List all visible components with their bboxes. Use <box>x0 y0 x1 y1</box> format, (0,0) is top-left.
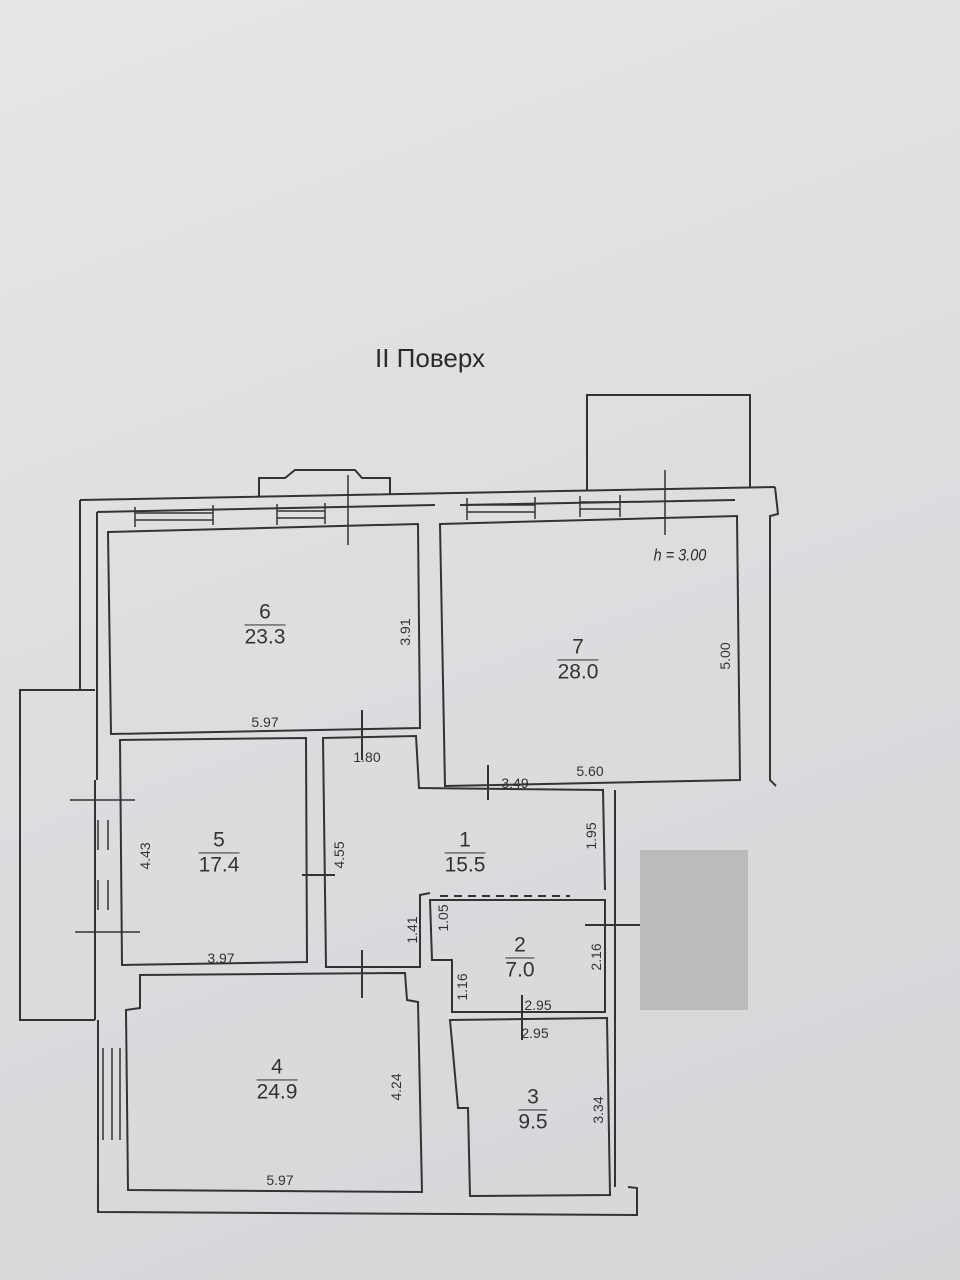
dimension-label: 2.95 <box>521 1025 549 1041</box>
dimension-label: 4.24 <box>388 1073 404 1101</box>
room-number: 1 <box>444 829 486 854</box>
balcony-left <box>19 689 95 1021</box>
dimension-label: 4.43 <box>137 842 153 870</box>
left-window-marks <box>70 799 140 1140</box>
room-area: 15.5 <box>444 853 486 877</box>
room-6-outline <box>106 522 422 736</box>
room-number: 4 <box>256 1056 298 1081</box>
dimension-label: 2.16 <box>588 943 604 971</box>
room-number: 5 <box>198 829 240 854</box>
room-number: 7 <box>557 636 599 661</box>
dimension-label: 5.97 <box>251 714 279 730</box>
floor-title: II Поверх <box>375 343 485 373</box>
dimension-label: 1.05 <box>435 904 451 932</box>
dimension-label: 1.80 <box>353 749 381 765</box>
outer-wall-top <box>79 486 780 787</box>
dimension-label: 4.55 <box>331 841 347 869</box>
dimension-label: 1.41 <box>404 916 420 944</box>
dimension-label: 5.00 <box>717 642 733 670</box>
window-marks <box>134 470 666 545</box>
room-area: 23.3 <box>244 625 286 649</box>
dimension-label: 5.60 <box>576 763 604 779</box>
ceiling-height-label: h = 3.00 <box>653 545 707 565</box>
room-4-outline <box>124 950 424 1194</box>
room-7-outline <box>438 514 742 788</box>
room-area: 24.9 <box>256 1080 298 1104</box>
redacted-area <box>640 850 748 1010</box>
room-number: 2 <box>505 934 535 959</box>
dimension-label: 3.49 <box>501 775 529 791</box>
balcony-top <box>586 394 751 490</box>
dimension-label: 1.16 <box>454 973 470 1001</box>
bay-projection <box>258 469 391 496</box>
dimension-label: 2.95 <box>524 997 552 1013</box>
outer-wall-bottom <box>97 790 638 1217</box>
outer-wall-top-inner <box>96 499 736 513</box>
room-area: 7.0 <box>505 958 535 982</box>
dimension-label: 3.34 <box>590 1096 606 1124</box>
dimension-label: 5.97 <box>266 1172 294 1188</box>
outer-wall-left <box>94 512 98 1020</box>
dimension-label: 3.91 <box>397 618 413 646</box>
room-1-outline <box>302 710 606 968</box>
room-area: 9.5 <box>518 1110 548 1134</box>
dimension-label: 3.97 <box>207 950 235 966</box>
room-number: 6 <box>244 601 286 626</box>
room-number: 3 <box>518 1086 548 1111</box>
room-5-outline <box>118 736 309 967</box>
room-2-outline <box>428 899 640 1013</box>
room-area: 28.0 <box>557 660 599 684</box>
room-3-outline <box>448 995 612 1198</box>
dimension-label: 1.95 <box>583 822 599 850</box>
room-area: 17.4 <box>198 853 240 877</box>
